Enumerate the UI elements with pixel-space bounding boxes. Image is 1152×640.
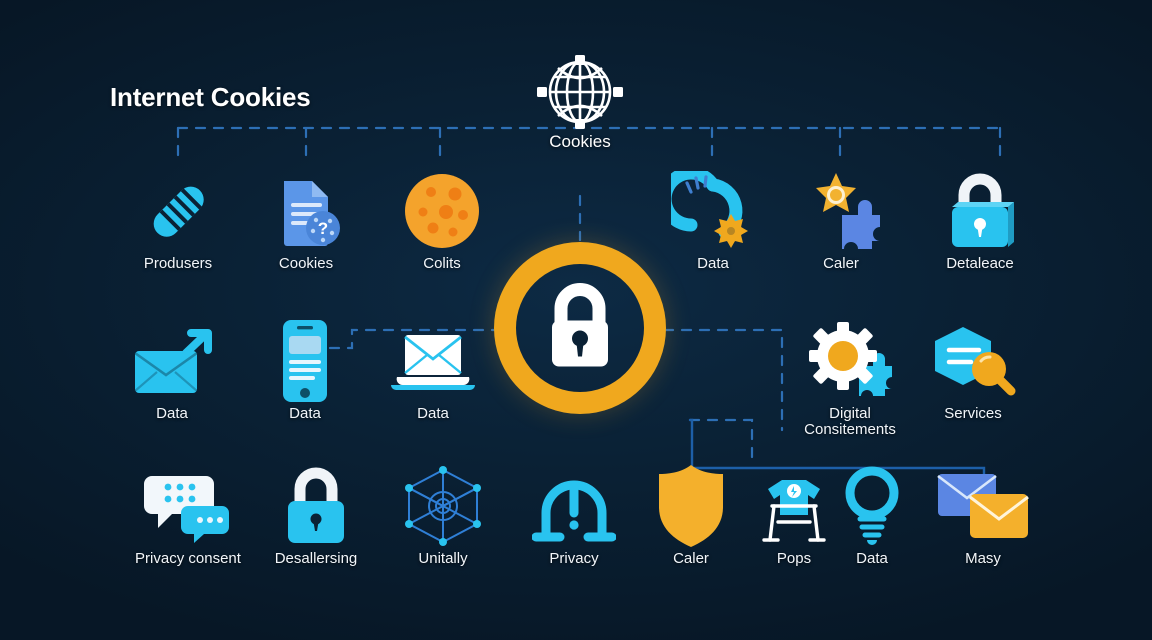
- node-privacy[interactable]: Privacy: [509, 463, 639, 567]
- node-label: Data: [156, 405, 188, 422]
- node-digital-consitements[interactable]: Digital Consitements: [780, 318, 920, 438]
- cookie-icon: [377, 168, 507, 254]
- node-unitally[interactable]: Unitally: [378, 463, 508, 567]
- padlock-icon: [541, 281, 619, 376]
- hexagon-magnifier-icon: [908, 318, 1038, 404]
- node-label: Colits: [423, 255, 461, 272]
- node-label: Data: [289, 405, 321, 422]
- node-services[interactable]: Services: [908, 318, 1038, 422]
- gear-puzzle-icon: [780, 318, 920, 404]
- laptop-envelope-icon: [368, 318, 498, 404]
- node-label: Unitally: [418, 550, 468, 567]
- node-data-envelope-arrow[interactable]: Data: [107, 318, 237, 422]
- star-badge-puzzle-icon: [776, 168, 906, 254]
- node-label: Caler: [823, 255, 859, 272]
- shield-icon: [626, 463, 756, 549]
- node-label: Desallersing: [274, 550, 358, 567]
- node-label: Digital Consitements: [804, 405, 896, 439]
- tshirt-chair-icon: [729, 463, 859, 549]
- node-label: Cookies: [278, 255, 334, 272]
- two-envelopes-icon: [918, 463, 1048, 549]
- node-data-laptop[interactable]: Data: [368, 318, 498, 422]
- page-title: Internet Cookies: [110, 82, 311, 112]
- padlock-keyhole-icon: [915, 168, 1045, 254]
- node-label: Produsers: [143, 255, 213, 272]
- padlock-open-icon: [251, 463, 381, 549]
- node-detaleace[interactable]: Detaleace: [915, 168, 1045, 272]
- loading-ring-gear-icon: [648, 168, 778, 254]
- node-label: Detaleace: [946, 255, 1014, 272]
- node-label: Data: [697, 255, 729, 272]
- arch-alert-icon: [509, 463, 639, 549]
- center-node-cookies[interactable]: Cookies: [515, 52, 645, 152]
- smartphone-icon: [240, 318, 370, 404]
- node-colits[interactable]: Colits: [377, 168, 507, 272]
- node-label: Masy: [965, 550, 1001, 567]
- node-label: Privacy consent: [135, 550, 241, 567]
- node-label: Data: [417, 405, 449, 422]
- node-label: Data: [856, 550, 888, 567]
- document-cookie-question-icon: ?: [241, 168, 371, 254]
- center-node-label: Cookies: [549, 132, 611, 151]
- chat-bubbles-icon: [123, 463, 253, 549]
- lightbulb-icon: [807, 463, 937, 549]
- node-data-bulb[interactable]: Data: [807, 463, 937, 567]
- node-privacy-consent[interactable]: Privacy consent: [123, 463, 253, 567]
- node-label: Privacy: [549, 550, 599, 567]
- node-label: Services: [944, 405, 1002, 422]
- center-lock-node[interactable]: [494, 242, 666, 414]
- node-label: Pops: [776, 550, 812, 567]
- node-label: Caler: [673, 550, 709, 567]
- node-produsers[interactable]: Produsers: [113, 168, 243, 272]
- node-data-loading[interactable]: Data: [648, 168, 778, 272]
- node-desallersing[interactable]: Desallersing: [251, 463, 381, 567]
- globe-network-icon: [515, 52, 645, 130]
- node-data-phone[interactable]: Data: [240, 318, 370, 422]
- network-cube-icon: [378, 463, 508, 549]
- node-masy[interactable]: Masy: [918, 463, 1048, 567]
- node-caler-badge[interactable]: Caler: [776, 168, 906, 272]
- node-pops[interactable]: Pops: [729, 463, 859, 567]
- node-caler-shield[interactable]: Caler: [626, 463, 756, 567]
- node-cookies-doc[interactable]: ? Cookies: [241, 168, 371, 272]
- svg-text:?: ?: [318, 219, 328, 238]
- envelope-arrow-icon: [107, 318, 237, 404]
- capsule-pill-icon: [113, 168, 243, 254]
